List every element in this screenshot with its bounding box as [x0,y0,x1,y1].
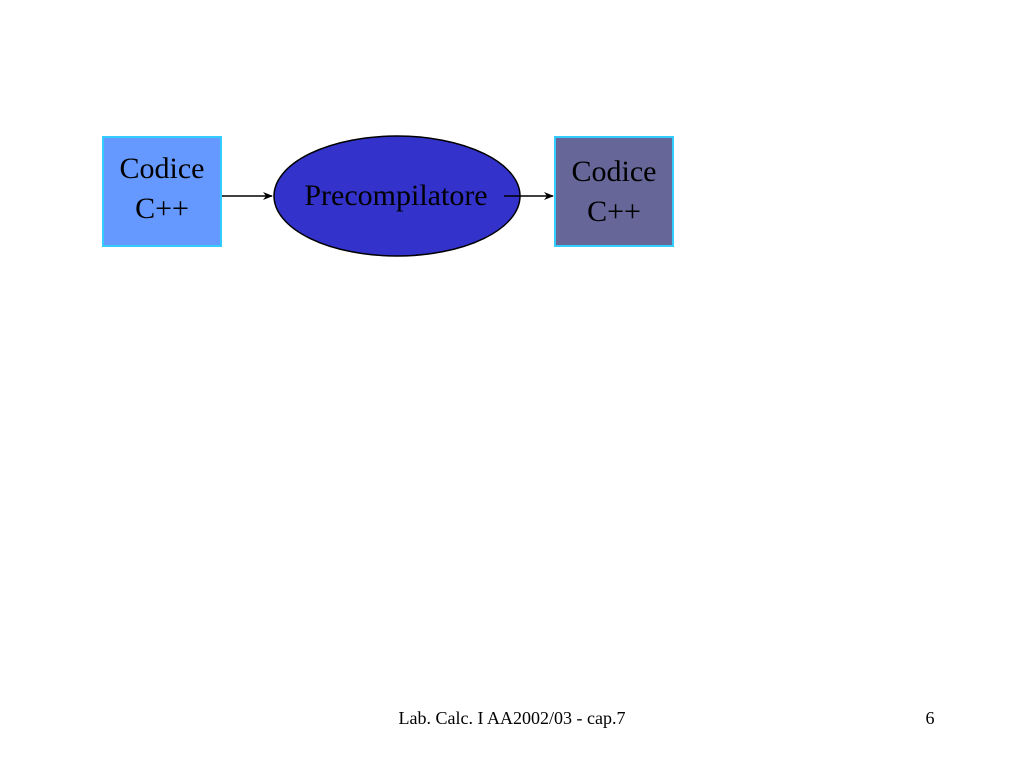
output-code-label-line2: C++ [587,194,641,228]
precompiler-label: Precompilatore [304,179,488,212]
page-number: 6 [925,708,935,728]
input-code-label-line1: Codice [119,151,205,185]
output-code-label-line1: Codice [571,154,657,188]
input-code-box: Codice C++ [102,136,222,247]
output-code-box: Codice C++ [554,136,674,247]
footer-text: Lab. Calc. I AA2002/03 - cap.7 [398,708,626,728]
input-code-label-line2: C++ [135,191,189,225]
